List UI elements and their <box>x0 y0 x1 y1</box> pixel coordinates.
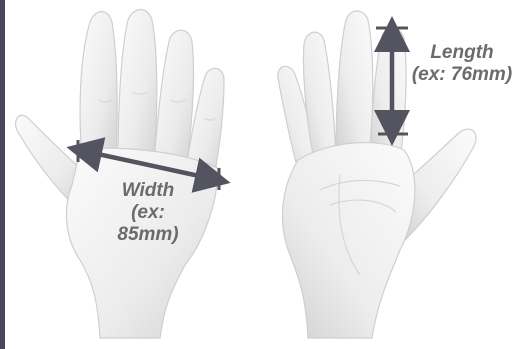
width-label-title: Width <box>98 180 198 202</box>
width-label: Width (ex: 85mm) <box>98 180 198 246</box>
width-label-example: (ex: 85mm) <box>98 202 198 246</box>
length-label-title: Length <box>408 42 516 64</box>
length-label-example: (ex: 76mm) <box>408 64 516 86</box>
length-label: Length (ex: 76mm) <box>408 42 516 86</box>
